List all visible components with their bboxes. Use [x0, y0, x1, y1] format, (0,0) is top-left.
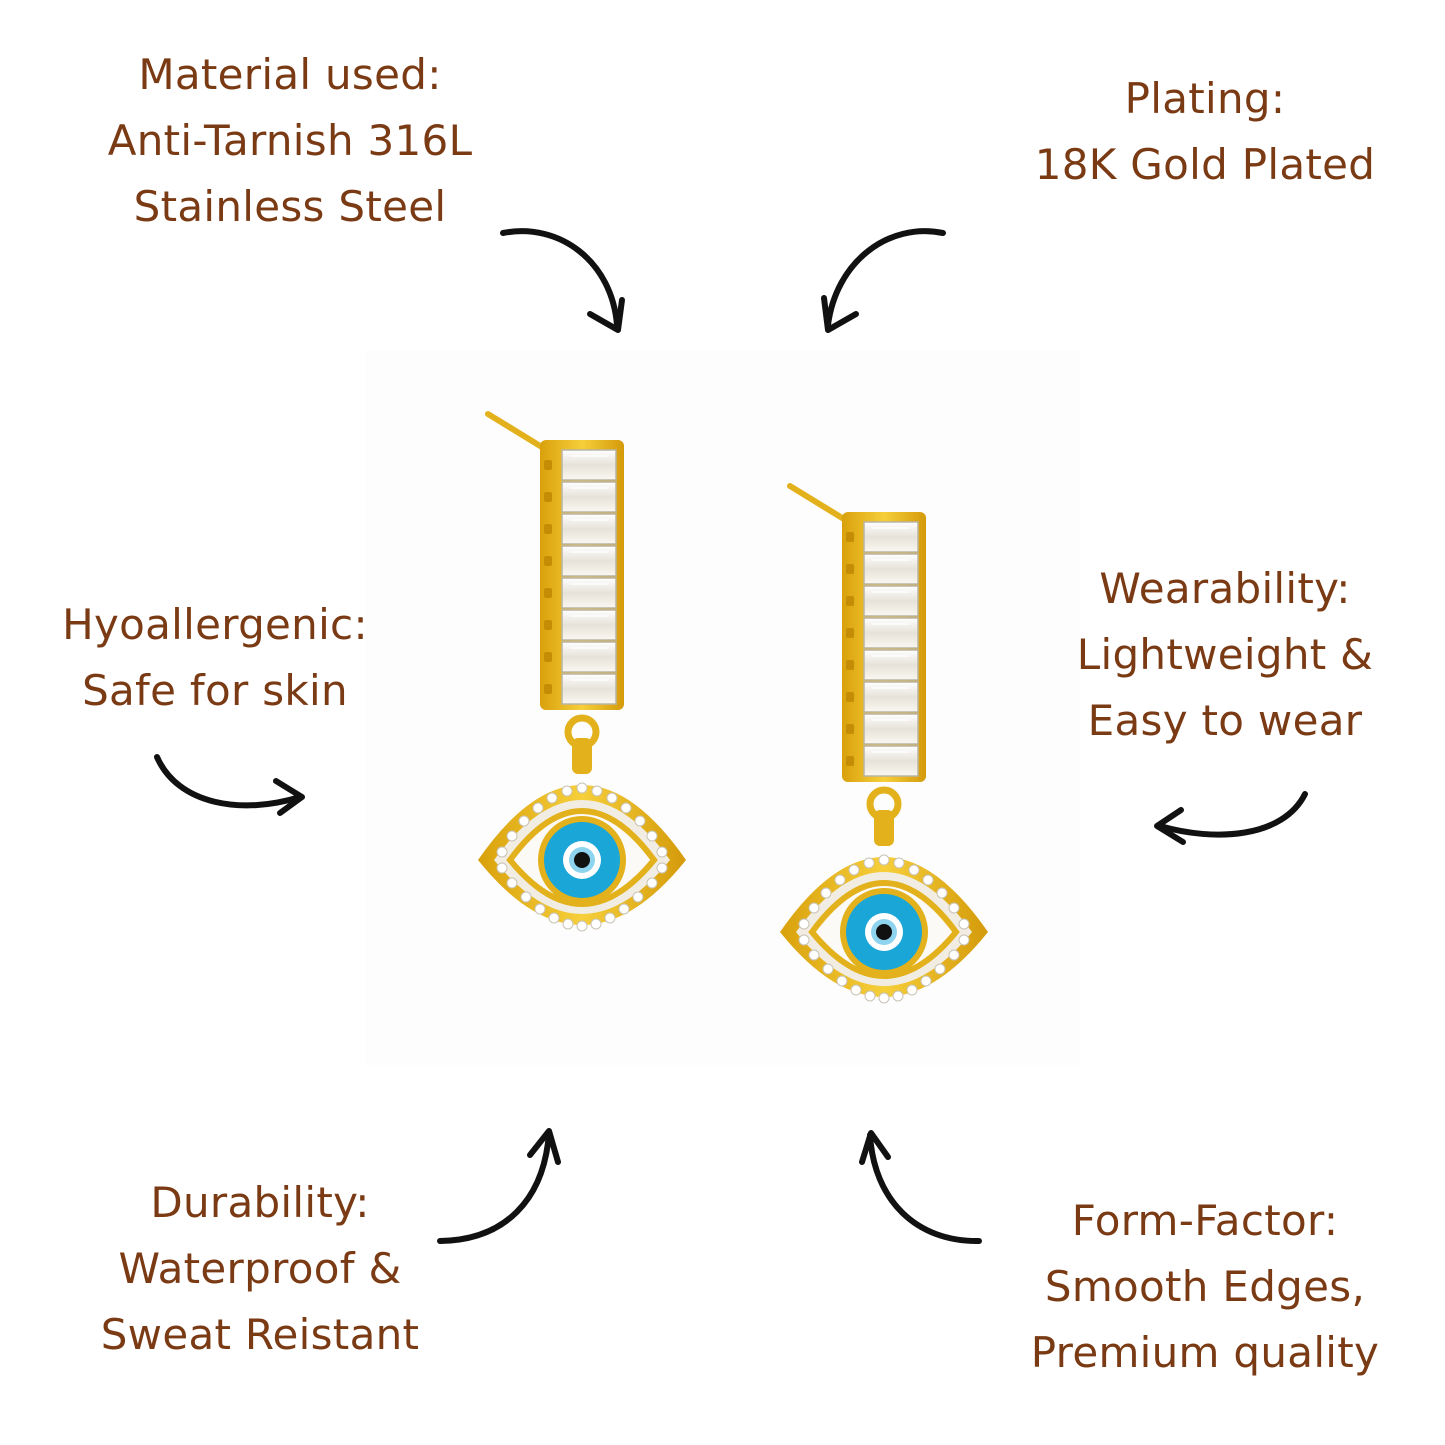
material-line-2: Stainless Steel — [133, 182, 447, 231]
plating-title: Plating: — [1124, 74, 1286, 123]
plating-feature: Plating: 18K Gold Plated — [985, 66, 1425, 198]
hypoallergenic-title: Hyoallergenic: — [62, 600, 368, 649]
arrow-durability-icon — [437, 1128, 561, 1244]
form-factor-feature: Form-Factor: Smooth Edges, Premium quali… — [985, 1188, 1425, 1386]
wearability-line-1: Lightweight & — [1076, 630, 1374, 679]
material-line-1: Anti-Tarnish 316L — [107, 116, 473, 165]
material-feature: Material used: Anti-Tarnish 316L Stainle… — [60, 42, 520, 240]
wearability-feature: Wearability: Lightweight & Easy to wear — [1020, 556, 1430, 754]
wearability-line-2: Easy to wear — [1087, 696, 1363, 745]
form-factor-line-1: Smooth Edges, — [1044, 1262, 1366, 1311]
arrow-material-icon — [500, 228, 625, 333]
wearability-title: Wearability: — [1099, 564, 1351, 613]
hypoallergenic-line-1: Safe for skin — [82, 666, 348, 715]
form-factor-line-2: Premium quality — [1030, 1328, 1380, 1377]
arrow-hypoallergenic-icon — [154, 754, 305, 816]
arrow-wearability-icon — [1154, 791, 1308, 845]
form-factor-title: Form-Factor: — [1071, 1196, 1339, 1245]
durability-line-1: Waterproof & — [118, 1244, 402, 1293]
arrow-form-factor-icon — [859, 1130, 982, 1245]
left-earring — [478, 414, 686, 931]
right-earring — [780, 486, 988, 1003]
plating-line-1: 18K Gold Plated — [1034, 140, 1376, 189]
durability-title: Durability: — [150, 1178, 370, 1227]
material-title: Material used: — [138, 50, 442, 99]
arrow-plating-icon — [821, 228, 946, 333]
hypoallergenic-feature: Hyoallergenic: Safe for skin — [20, 592, 410, 724]
durability-feature: Durability: Waterproof & Sweat Reistant — [40, 1170, 480, 1368]
durability-line-2: Sweat Reistant — [100, 1310, 420, 1359]
